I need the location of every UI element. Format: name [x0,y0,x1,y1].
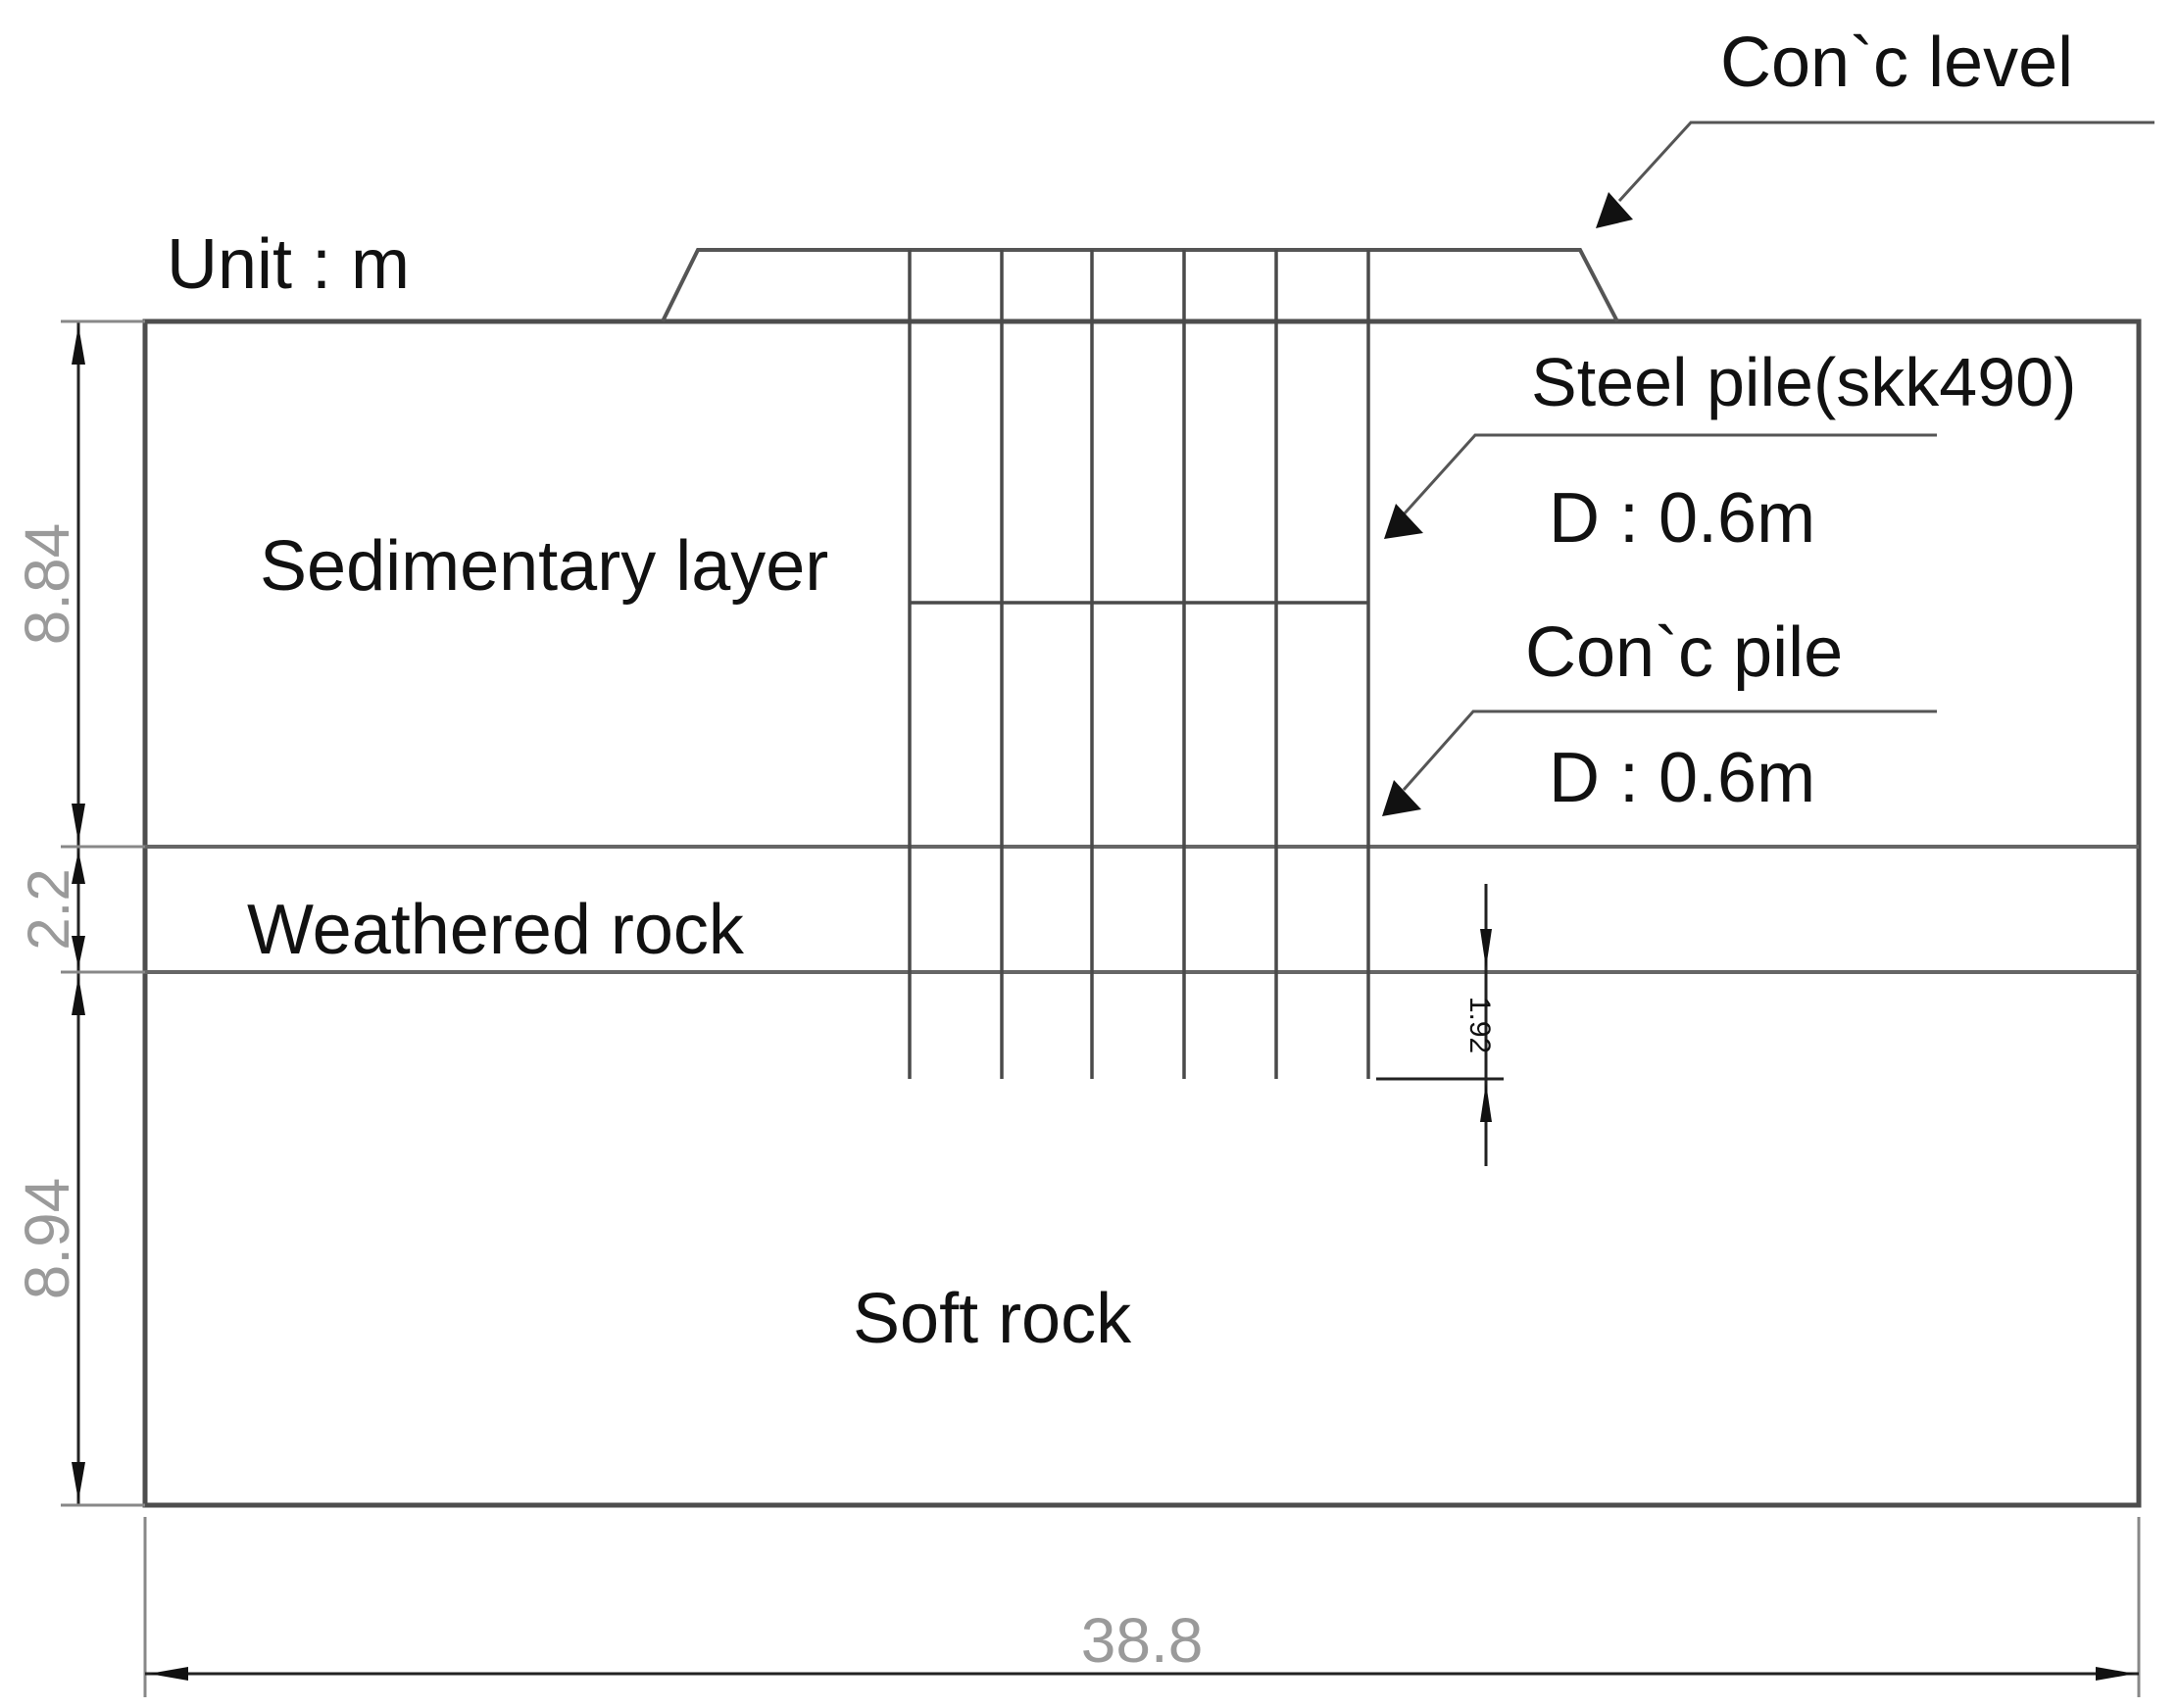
dimension-arrow [72,804,85,843]
soil-domain-boundary [142,318,2142,1508]
dimension-arrow [72,976,85,1015]
weathered-thickness-dimension: 2.2 [16,868,81,950]
sedimentary-thickness-dimension: 8.84 [12,523,82,646]
steel-pile-label: Steel pile(skk490) [1531,344,2076,420]
weathered-rock-label: Weathered rock [247,891,745,969]
total-width-dimension: 38.8 [1081,1605,1204,1676]
conc-pile-arrowhead [1382,780,1421,816]
bottom-horizontal-dimension [143,1517,2141,1697]
dimension-arrow [72,1462,85,1501]
conc-level-label: Con`c level [1720,24,2073,102]
dimension-arrow [2096,1667,2135,1681]
soft-rock-thickness-dimension: 8.94 [12,1178,82,1300]
dimension-arrow [72,325,85,365]
conc-level-leader [1617,121,2154,203]
pile-cap-outline [661,248,1619,322]
left-vertical-dimension [61,319,145,1507]
dimension-arrow [72,851,85,884]
pile-group [908,250,1370,1079]
pile-embedment-dimension [1376,884,1504,1166]
dimension-arrow [1480,1083,1492,1122]
dimension-arrow [72,936,85,968]
steel-pile-leader [1402,433,1937,516]
pile-embedment-dimension-label: 1.92 [1463,997,1496,1053]
sedimentary-layer-label: Sedimentary layer [260,527,828,606]
unit-label: Unit : m [167,225,410,304]
dimension-arrow [149,1667,188,1681]
steel-pile-diameter-label: D : 0.6m [1549,479,1815,558]
dimension-arrow [1480,929,1492,968]
conc-pile-leader [1402,709,1937,791]
soft-rock-label: Soft rock [853,1280,1132,1358]
conc-pile-label: Con`c pile [1525,613,1843,692]
steel-pile-arrowhead [1384,504,1423,539]
conc-pile-diameter-label: D : 0.6m [1549,739,1815,817]
conc-level-arrowhead [1596,192,1633,228]
